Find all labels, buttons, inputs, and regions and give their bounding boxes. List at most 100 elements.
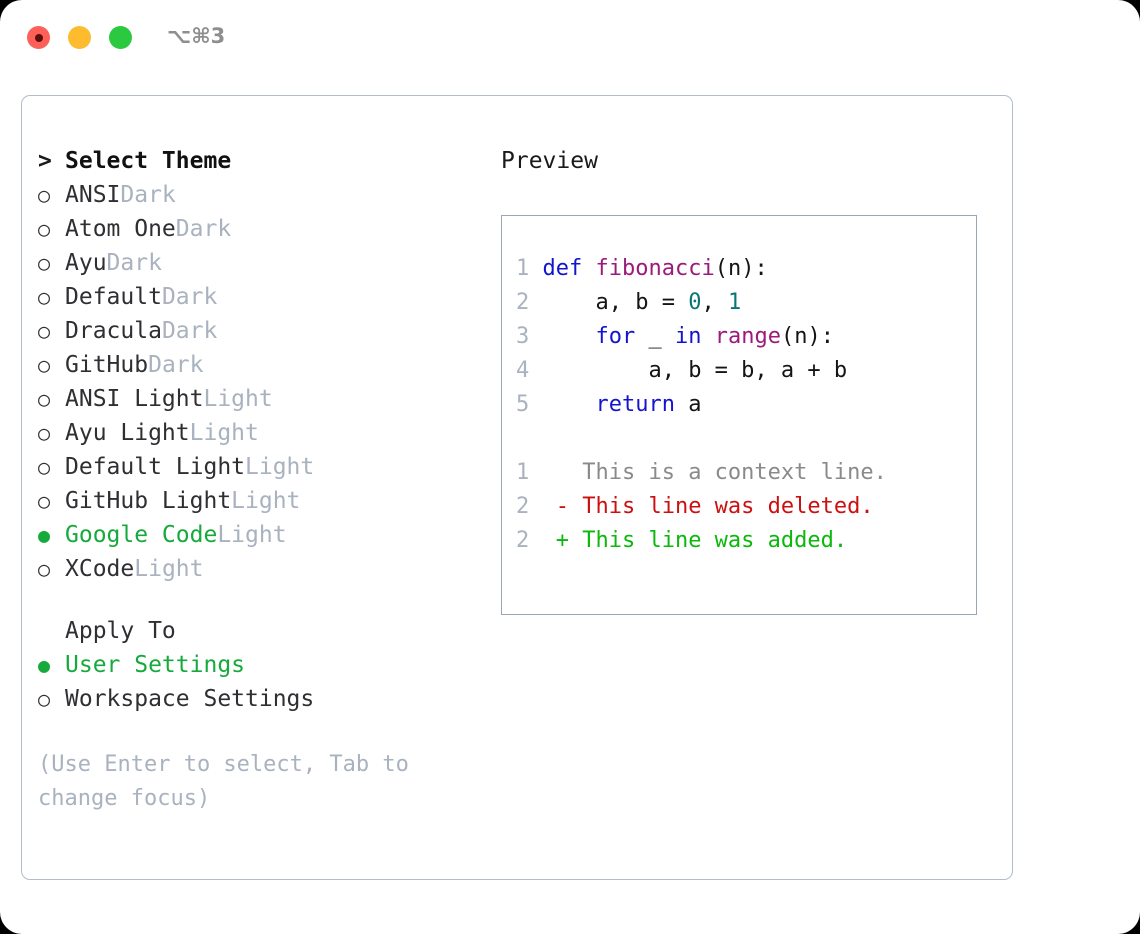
code-token-plain <box>701 324 714 349</box>
theme-name: Ayu Light <box>65 420 190 446</box>
theme-kind-badge: Dark <box>161 318 218 344</box>
apply-to-item[interactable]: ○Workspace Settings <box>38 682 478 716</box>
theme-list-item[interactable]: ○ Default Dark <box>38 280 478 314</box>
theme-kind-badge: Dark <box>120 182 176 208</box>
theme-list-item[interactable]: ○ GitHub Light Light <box>38 484 478 518</box>
diff-text: This is a context line. <box>582 460 887 485</box>
title-bar: ⌥⌘3 <box>0 0 1140 78</box>
radio-unselected-icon[interactable]: ○ <box>38 251 51 275</box>
main-panel: >Select Theme ○ANSI Dark○Atom One Dark○A… <box>21 95 1013 880</box>
theme-name: Dracula <box>65 318 162 344</box>
theme-kind-badge: Dark <box>148 352 204 378</box>
theme-kind-badge: Dark <box>161 284 218 310</box>
code-token-plain <box>543 392 596 417</box>
radio-unselected-icon[interactable]: ○ <box>38 183 51 207</box>
theme-name: Ayu <box>65 250 107 276</box>
line-number: 2 <box>516 290 530 315</box>
radio-selected-icon[interactable]: ● <box>38 523 51 547</box>
code-token-plain: a, b = <box>542 290 689 315</box>
theme-picker-column: >Select Theme ○ANSI Dark○Atom One Dark○A… <box>38 144 478 816</box>
radio-unselected-icon[interactable]: ○ <box>38 421 51 445</box>
theme-name: ANSI <box>65 182 121 208</box>
line-number: 1 <box>516 256 530 281</box>
close-button[interactable] <box>27 26 50 49</box>
theme-list-item[interactable]: ○ ANSI Dark <box>38 178 478 212</box>
theme-list-item[interactable]: ○ Ayu Dark <box>38 246 478 280</box>
code-token-plain: (n): <box>714 256 768 281</box>
apply-to-item[interactable]: ● User Settings <box>38 648 478 682</box>
line-number: 1 <box>516 460 530 485</box>
theme-kind-badge: Light <box>203 386 273 412</box>
theme-list-item[interactable]: ○ GitHub Dark <box>38 348 478 382</box>
diff-line: 2 - This line was deleted. <box>516 490 976 524</box>
code-line: 2 a, b = 0, 1 <box>516 286 976 320</box>
preview-title: Preview <box>501 148 598 174</box>
theme-kind-badge: Light <box>231 488 301 514</box>
prompt-caret-icon: > <box>38 148 52 174</box>
line-number: 3 <box>516 324 530 349</box>
radio-selected-icon[interactable]: ● <box>38 653 51 677</box>
diff-sample: 1 This is a context line.2 - This line w… <box>516 456 976 558</box>
diff-text: This line was deleted. <box>582 494 874 519</box>
line-number: 4 <box>516 358 530 383</box>
radio-unselected-icon[interactable]: ○ <box>38 319 51 343</box>
code-line: 5 return a <box>516 388 976 422</box>
radio-unselected-icon[interactable]: ○ <box>38 489 51 513</box>
theme-kind-badge: Light <box>245 454 315 480</box>
theme-kind-badge: Dark <box>106 250 162 276</box>
code-token-num: 0 <box>688 290 702 315</box>
theme-name: GitHub Light <box>65 488 232 514</box>
diff-marker: + <box>529 528 583 553</box>
line-number: 2 <box>516 528 530 553</box>
theme-list-item[interactable]: ○ Dracula Dark <box>38 314 478 348</box>
radio-unselected-icon[interactable]: ○ <box>38 387 51 411</box>
theme-name: Default Light <box>65 454 246 480</box>
theme-name: GitHub <box>65 352 149 378</box>
diff-text: This line was added. <box>582 528 848 553</box>
radio-unselected-icon[interactable]: ○ <box>38 217 51 241</box>
diff-line: 2 + This line was added. <box>516 524 976 558</box>
radio-unselected-icon[interactable]: ○ <box>38 285 51 309</box>
diff-line: 1 This is a context line. <box>516 456 976 490</box>
line-number: 5 <box>516 392 530 417</box>
diff-marker <box>529 460 582 485</box>
theme-picker-header: >Select Theme <box>38 144 478 178</box>
theme-list-item[interactable]: ○XCode Light <box>38 552 478 586</box>
code-line: 4 a, b = b, a + b <box>516 354 976 388</box>
code-token-kw: in <box>674 324 702 349</box>
theme-list-item[interactable]: ○ANSI Light Light <box>38 382 478 416</box>
theme-name: Atom One <box>65 216 176 242</box>
preview-column: Preview 1 def fibonacci(n):2 a, b = 0, 1… <box>501 144 991 615</box>
theme-list-item[interactable]: ○ Default Light Light <box>38 450 478 484</box>
code-token-plain: , <box>701 290 728 315</box>
theme-kind-badge: Light <box>189 420 259 446</box>
apply-to-list: ● User Settings ○Workspace Settings <box>38 648 478 716</box>
maximize-button[interactable] <box>109 26 132 49</box>
section-spacer <box>38 586 478 614</box>
theme-list-item[interactable]: ●Google Code Light <box>38 518 478 552</box>
theme-name: Default <box>65 284 162 310</box>
radio-unselected-icon[interactable]: ○ <box>38 687 51 711</box>
keyboard-shortcut-label: ⌥⌘3 <box>167 24 226 48</box>
radio-unselected-icon[interactable]: ○ <box>38 557 51 581</box>
keyboard-hint: (Use Enter to select, Tab to change focu… <box>38 752 423 811</box>
code-token-kw: def <box>542 256 596 281</box>
radio-unselected-icon[interactable]: ○ <box>38 455 51 479</box>
minimize-button[interactable] <box>68 26 91 49</box>
theme-list-item[interactable]: ○ Ayu Light Light <box>38 416 478 450</box>
apply-to-title: Apply To <box>65 618 176 644</box>
code-diff-separator <box>516 422 976 456</box>
theme-kind-badge: Light <box>134 556 204 582</box>
radio-unselected-icon[interactable]: ○ <box>38 353 51 377</box>
code-token-num: 1 <box>727 290 742 315</box>
theme-list-item[interactable]: ○Atom One Dark <box>38 212 478 246</box>
apply-to-label: User Settings <box>65 652 246 678</box>
code-token-plain: (n): <box>780 324 834 349</box>
code-line: 3 for _ in range(n): <box>516 320 976 354</box>
traffic-lights <box>27 26 132 49</box>
hint-spacer <box>38 716 478 748</box>
diff-marker: - <box>529 494 583 519</box>
